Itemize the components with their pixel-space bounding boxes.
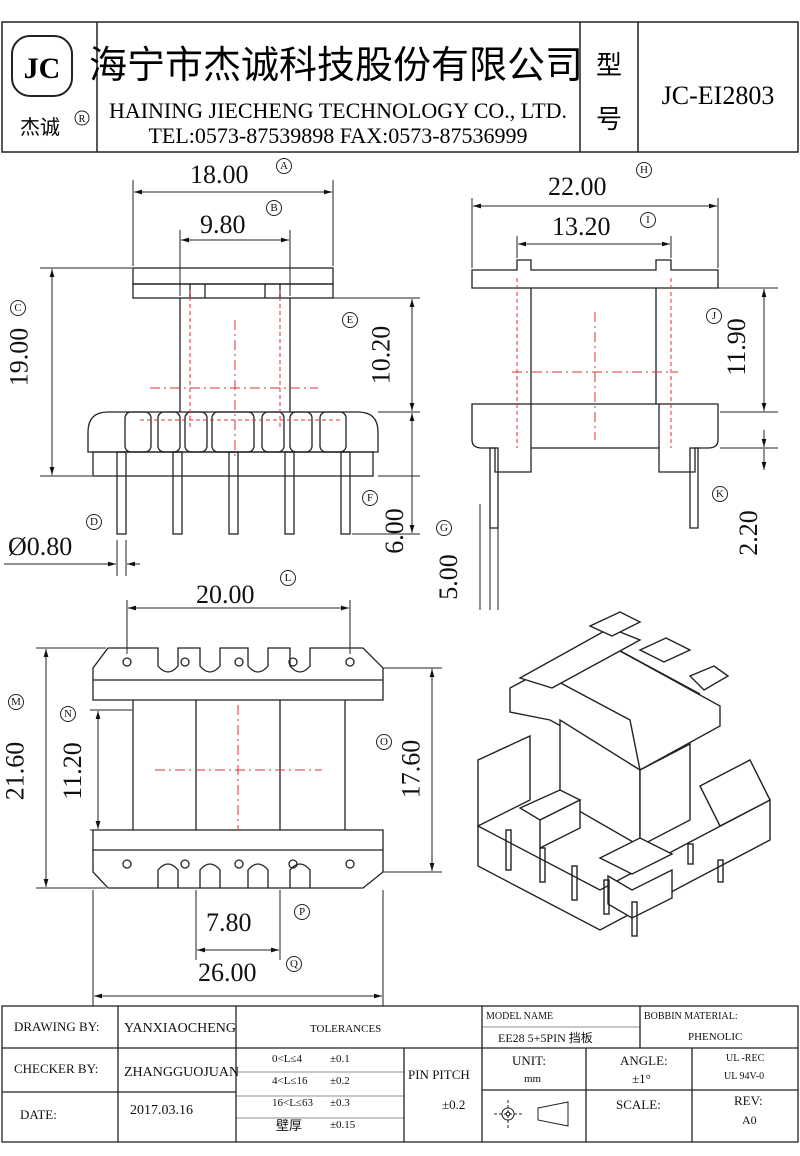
unit-value: mm xyxy=(524,1073,542,1085)
dim-A-value: 18.00 xyxy=(190,160,249,189)
dim-D-marker: D xyxy=(86,514,102,530)
model-name-label: MODEL NAME xyxy=(486,1011,554,1022)
logo-mark xyxy=(11,35,73,97)
dim-K-marker: K xyxy=(712,486,728,502)
dim-I-value: 13.20 xyxy=(552,212,611,241)
dim-F-marker: F xyxy=(362,490,378,506)
registered-mark-icon xyxy=(74,110,90,126)
dim-G-value: 5.00 xyxy=(433,554,463,600)
company-name-cn: 海宁市杰诚科技股份有限公司 xyxy=(89,45,583,87)
tol-value-3: ±0.3 xyxy=(330,1097,350,1109)
dim-Q-marker: Q xyxy=(286,956,302,972)
rev-value: A0 xyxy=(742,1113,757,1127)
dim-D-value: Ø0.80 xyxy=(8,532,73,561)
tol-value-2: ±0.2 xyxy=(330,1075,350,1087)
header-frame xyxy=(1,21,799,153)
company-name-en: HAINING JIECHENG TECHNOLOGY CO., LTD. xyxy=(109,98,567,123)
dim-F-value: 6.00 xyxy=(379,508,409,554)
projection-symbol-icon xyxy=(494,1100,569,1128)
tol-range-4: 壁厚 xyxy=(276,1119,303,1134)
dim-M-value: 21.60 xyxy=(0,741,30,801)
model-code: JC-EI2803 xyxy=(662,81,775,110)
tolerance-grid xyxy=(236,1071,404,1119)
side-view-centerlines xyxy=(512,278,678,448)
tol-value-4: ±0.15 xyxy=(330,1119,356,1131)
tol-value-1: ±0.1 xyxy=(330,1053,350,1065)
dim-J-value: 11.90 xyxy=(721,318,751,376)
type-label-1: 型 xyxy=(596,51,622,80)
dim-H-value: 22.00 xyxy=(548,172,607,201)
dim-C-value: 19.00 xyxy=(4,327,34,387)
bottom-view-centerlines xyxy=(155,705,322,830)
checker-by-value: ZHANGGUOJUAN xyxy=(124,1065,240,1080)
logo-text: JC xyxy=(24,52,61,85)
tol-range-3: 16<L≤63 xyxy=(272,1097,313,1109)
side-view-dimensions xyxy=(471,198,778,610)
scale-label: SCALE: xyxy=(616,1097,661,1112)
front-view-centerlines xyxy=(140,290,340,460)
dim-H-marker: H xyxy=(636,162,652,178)
dim-P-value: 7.80 xyxy=(206,908,252,937)
rev-label: REV: xyxy=(734,1093,763,1108)
model-name-value: EE28 5+5PIN 挡板 xyxy=(498,1031,593,1045)
angle-value: ±1° xyxy=(632,1071,651,1086)
company-contact: TEL:0573-87539898 FAX:0573-87536999 xyxy=(148,123,527,148)
registered-mark: R xyxy=(79,114,86,125)
dim-N-marker: N xyxy=(60,706,76,722)
dim-P-marker: P xyxy=(294,904,310,920)
dim-C-marker: C xyxy=(10,300,26,316)
angle-label: ANGLE: xyxy=(620,1053,668,1068)
unit-label: UNIT: xyxy=(512,1053,547,1068)
dim-L-value: 20.00 xyxy=(196,580,255,609)
ul-94v0: UL 94V-0 xyxy=(724,1071,765,1082)
bottom-view-dimensions xyxy=(36,600,442,1006)
bobbin-material-label: BOBBIN MATERIAL: xyxy=(644,1011,738,1022)
isometric-view xyxy=(477,611,771,937)
dim-A-marker: A xyxy=(276,158,292,174)
dim-N-value: 11.20 xyxy=(57,742,87,800)
dim-O-marker: O xyxy=(376,734,392,750)
type-label-2: 号 xyxy=(596,105,622,134)
front-view xyxy=(87,267,379,535)
bottom-view xyxy=(92,647,384,889)
drawing-by-label: DRAWING BY: xyxy=(14,1019,100,1034)
dim-B-marker: B xyxy=(266,200,282,216)
date-label: DATE: xyxy=(20,1107,57,1122)
dim-J-marker: J xyxy=(706,308,722,324)
dim-Q-value: 26.00 xyxy=(198,958,257,987)
tol-range-2: 4<L≤16 xyxy=(272,1075,308,1087)
dim-O-value: 17.60 xyxy=(396,739,426,799)
dim-E-value: 10.20 xyxy=(366,325,396,385)
front-view-dimensions xyxy=(4,180,420,576)
dim-M-marker: M xyxy=(8,694,24,710)
dim-E-marker: E xyxy=(342,312,358,328)
dim-L-marker: L xyxy=(280,570,296,586)
tol-range-1: 0<L≤4 xyxy=(272,1053,302,1065)
ul-rec: UL -REC xyxy=(726,1053,765,1064)
dim-B-value: 9.80 xyxy=(200,210,246,239)
dim-K-value: 2.20 xyxy=(733,510,763,556)
pin-pitch-label: PIN PITCH xyxy=(408,1067,470,1082)
logo-subtext: 杰诚 xyxy=(20,116,60,139)
tolerances-label: TOLERANCES xyxy=(310,1023,382,1035)
bobbin-material-value: PHENOLIC xyxy=(688,1031,743,1043)
dim-G-marker: G xyxy=(436,520,452,536)
title-block-frame xyxy=(1,1005,799,1143)
dim-I-marker: I xyxy=(640,212,656,228)
drawing-by-value: YANXIAOCHENG xyxy=(124,1021,236,1036)
date-value: 2017.03.16 xyxy=(130,1103,193,1118)
pin-pitch-value: ±0.2 xyxy=(442,1097,466,1112)
checker-by-label: CHECKER BY: xyxy=(14,1061,99,1076)
